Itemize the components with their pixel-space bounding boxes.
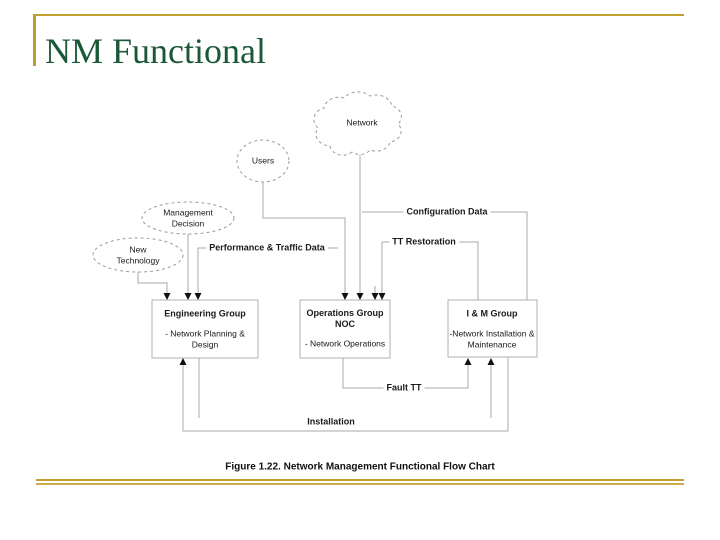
operations-group-title: Operations Group NOC: [306, 307, 384, 329]
fault-tt-label: Fault TT: [383, 382, 425, 394]
arrow-management: [184, 293, 192, 300]
network-cloud: [313, 91, 402, 156]
arrow-ttrestoration-a: [371, 293, 379, 300]
performance-traffic-line: [197, 247, 338, 293]
tt-restoration-line: [374, 241, 479, 300]
arrow-users: [341, 293, 349, 300]
arrow-fault-im: [464, 358, 472, 365]
arrow-network: [356, 293, 364, 300]
new-technology-ellipse: [92, 237, 184, 273]
arrow-performance: [194, 293, 202, 300]
im-group-box: [447, 299, 538, 358]
newtech-to-engineering-line: [137, 272, 168, 293]
operations-group-subtitle: - Network Operations: [304, 338, 386, 349]
arrow-installation-eng: [179, 358, 187, 365]
page-title: NM Functional: [45, 31, 266, 71]
arrow-installation-im: [487, 358, 495, 365]
engineering-group-title: Engineering Group: [164, 308, 246, 319]
network-label: Network: [346, 117, 378, 128]
down-arrowheads: [163, 293, 386, 300]
im-group-subtitle: -Network Installation & Maintenance: [449, 328, 535, 349]
bottom-accent-rule-2: [36, 483, 684, 485]
installation-label: Installation: [304, 416, 358, 428]
configuration-data-label: Configuration Data: [403, 206, 491, 218]
up-arrowheads: [179, 358, 495, 365]
bottom-accent-rule-1: [36, 479, 684, 481]
top-accent-rule: [36, 14, 684, 16]
operations-group-box: [299, 299, 391, 359]
arrow-newtech: [163, 293, 171, 300]
performance-traffic-label: Performance & Traffic Data: [206, 242, 328, 254]
configuration-data-line: [362, 211, 528, 300]
new-technology-label: New Technology: [116, 244, 160, 265]
engineering-group-box: [151, 299, 259, 359]
engineering-group-subtitle: - Network Planning & Design: [165, 328, 245, 349]
arrow-ttrestoration-b: [378, 293, 386, 300]
title-accent-bar: [33, 14, 36, 66]
installation-lower-line: [182, 357, 509, 432]
installation-upper-line: [198, 358, 492, 418]
im-group-title: I & M Group: [466, 308, 518, 319]
management-decision-label: Management Decision: [163, 207, 213, 228]
tt-restoration-label: TT Restoration: [389, 236, 459, 248]
users-label: Users: [251, 155, 275, 166]
figure-caption: Figure 1.22. Network Management Function…: [225, 461, 495, 473]
management-decision-ellipse: [141, 201, 235, 235]
users-to-operations-line: [262, 182, 346, 293]
